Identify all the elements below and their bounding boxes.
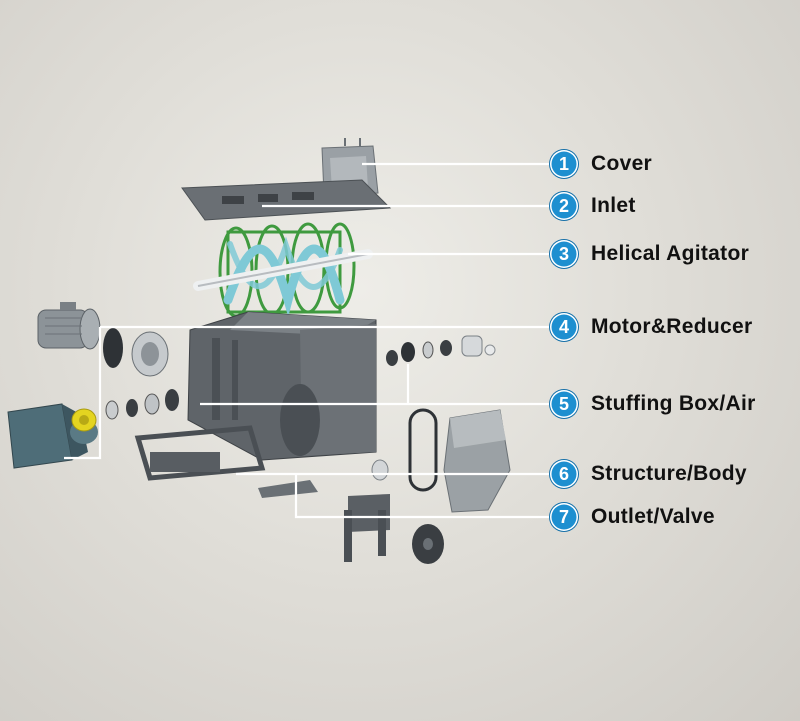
- leader-line-motor-drop: [64, 327, 102, 460]
- callout-number-badge: 1: [550, 150, 578, 178]
- callout-outlet-valve: 7 Outlet/Valve: [550, 502, 715, 532]
- callout-number-badge: 5: [550, 390, 578, 418]
- callout-label: Stuffing Box/Air: [591, 392, 756, 415]
- callout-label: Motor&Reducer: [591, 315, 753, 338]
- stuffing-box-left-part: [105, 389, 179, 420]
- callout-number-badge: 6: [550, 460, 578, 488]
- callout-label: Outlet/Valve: [591, 505, 715, 528]
- belt-guard-part: [408, 408, 511, 513]
- callout-stuffing-box: 5 Stuffing Box/Air: [550, 389, 756, 419]
- inlet-plate-part: [181, 179, 392, 221]
- leader-lines: [64, 162, 550, 519]
- reducer-part: [7, 403, 98, 469]
- helical-agitator-part: [193, 222, 373, 318]
- callout-label: Structure/Body: [591, 462, 747, 485]
- callout-helical-agitator: 3 Helical Agitator: [550, 239, 749, 269]
- motor-part: [37, 302, 169, 377]
- callout-cover: 1 Cover: [550, 149, 652, 179]
- callout-label: Inlet: [591, 194, 636, 217]
- outlet-valve-part: [344, 459, 444, 564]
- callout-motor-reducer: 4 Motor&Reducer: [550, 312, 752, 342]
- callout-label: Helical Agitator: [591, 242, 750, 265]
- stuffing-box-right-part: [386, 335, 496, 366]
- callout-number-badge: 7: [550, 503, 578, 531]
- callout-structure-body: 6 Structure/Body: [550, 459, 747, 489]
- callout-label: Cover: [591, 152, 653, 175]
- callout-inlet: 2 Inlet: [550, 191, 636, 221]
- callout-number-badge: 4: [550, 313, 578, 341]
- leader-line-outlet-valve: [294, 474, 550, 519]
- structure-frame-part: [134, 425, 318, 498]
- callout-number-badge: 3: [550, 240, 578, 268]
- callout-number-badge: 2: [550, 192, 578, 220]
- trough-body-part: [187, 311, 377, 461]
